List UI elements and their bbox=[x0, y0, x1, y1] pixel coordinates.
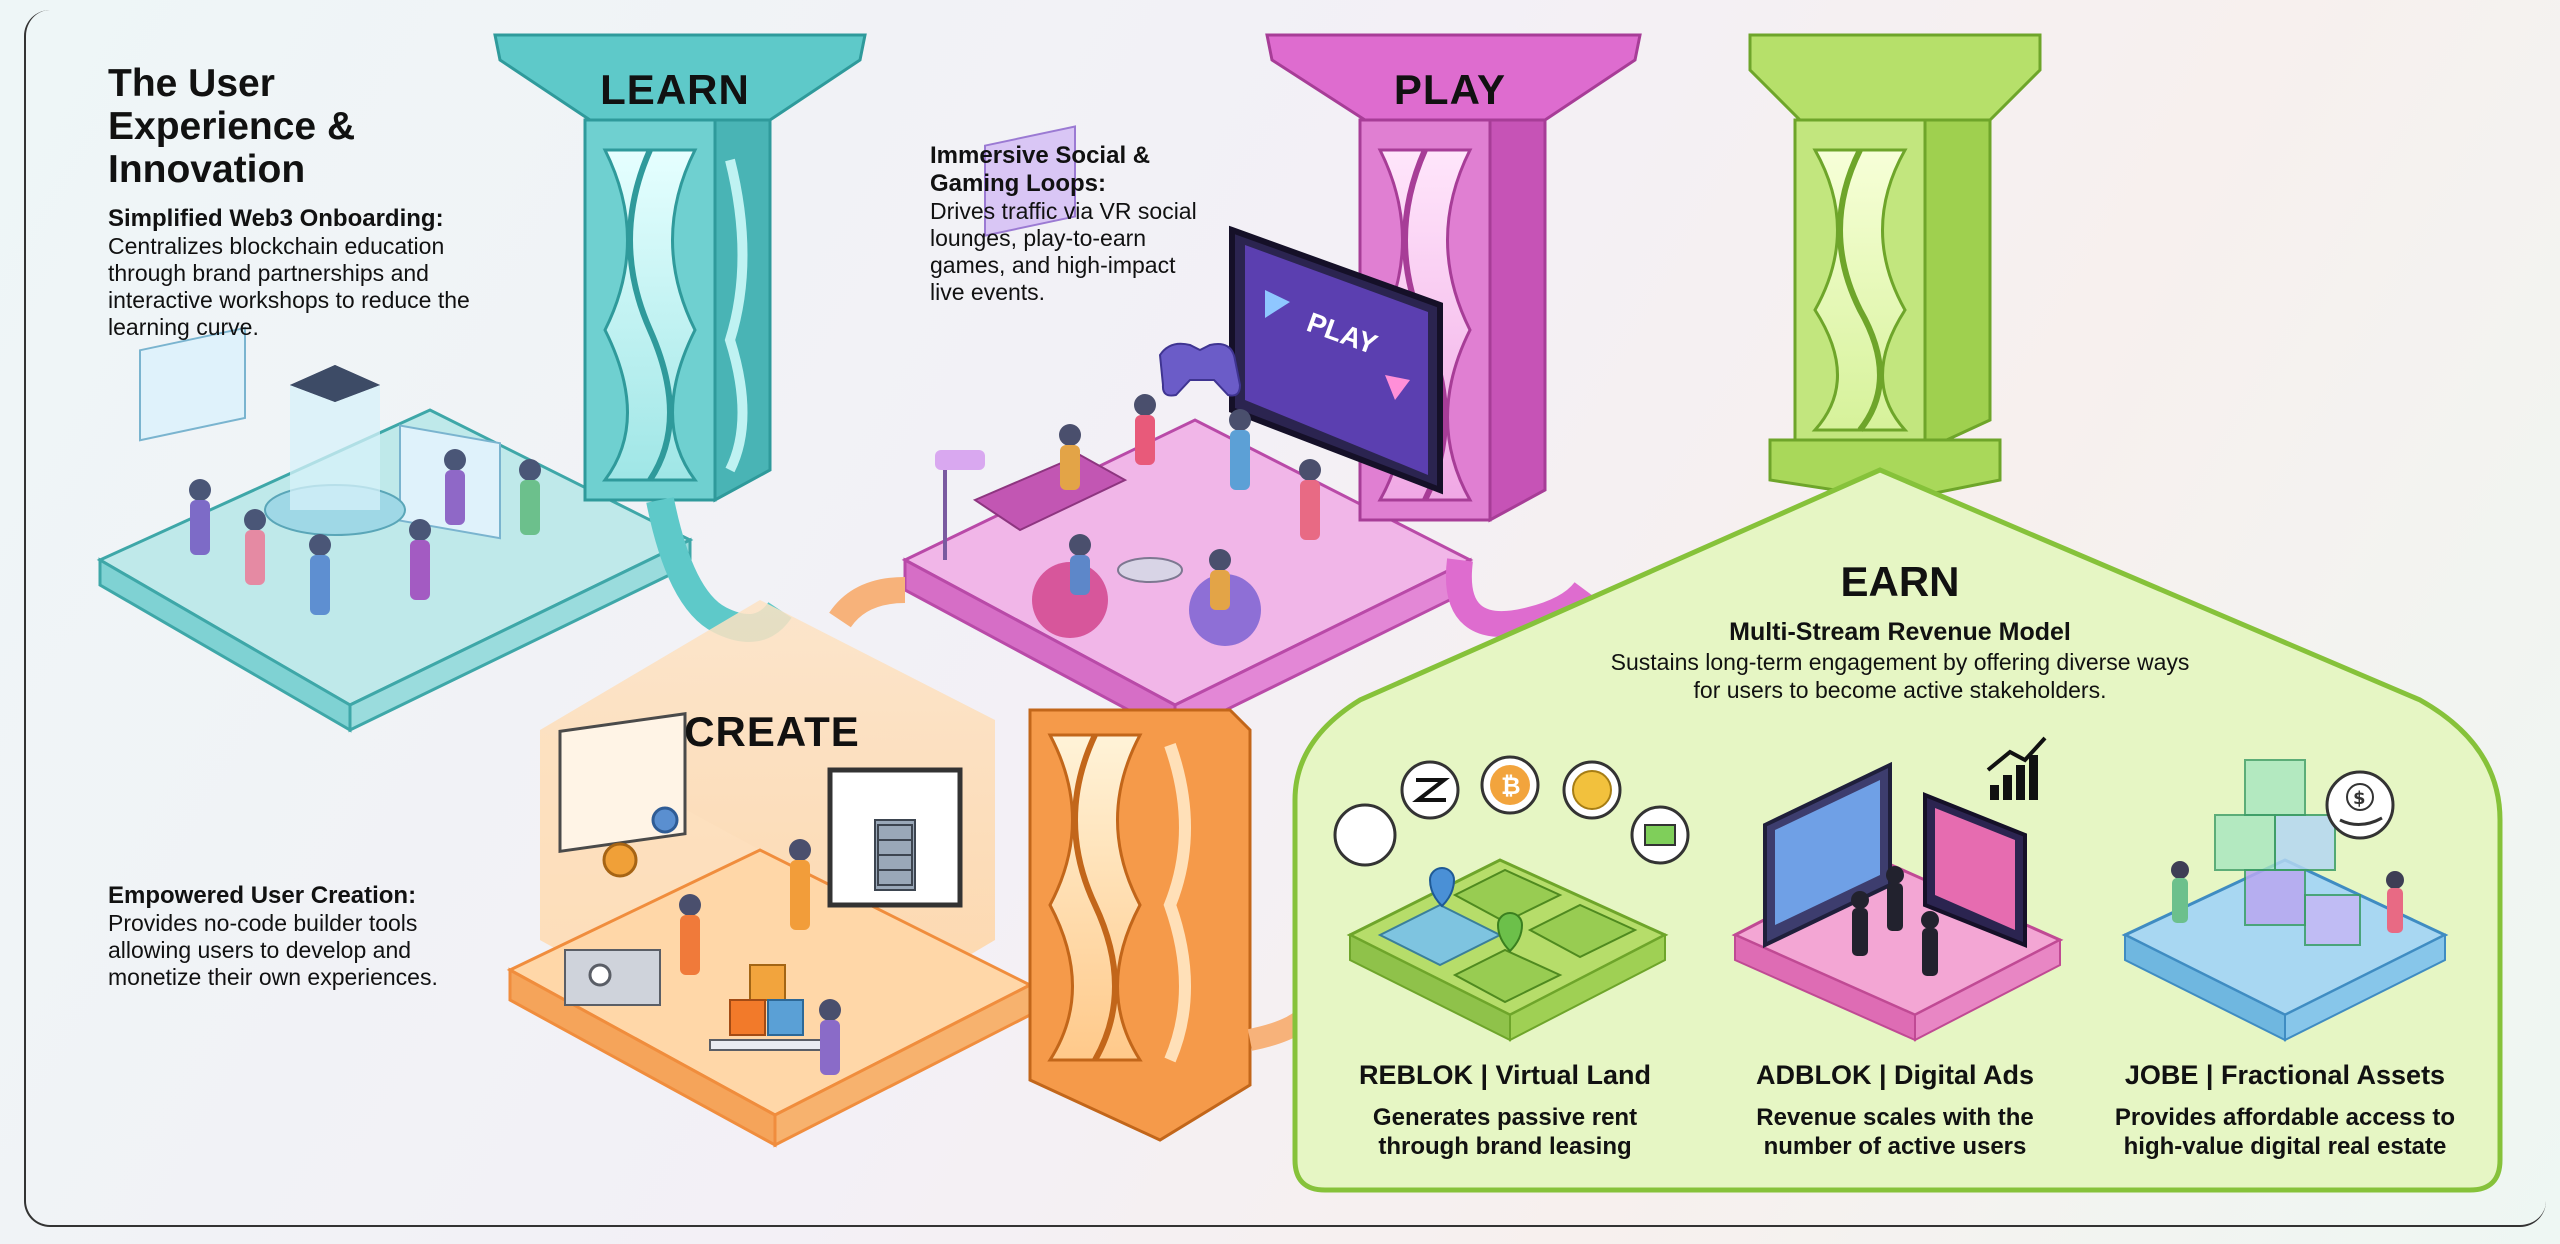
play-lounge-scene bbox=[935, 125, 1321, 646]
learn-text-block: Simplified Web3 Onboarding: Centralizes … bbox=[108, 205, 498, 341]
stream-reblok: REBLOK | Virtual Land Generates passive … bbox=[1330, 1060, 1680, 1161]
graduation-cap-icon bbox=[290, 365, 380, 402]
dollar-hand-icon: $ bbox=[2325, 770, 2395, 840]
brand-logo-icons bbox=[1333, 760, 1690, 867]
building-icon bbox=[877, 824, 913, 886]
learn-workshop-scene bbox=[139, 326, 541, 615]
cash-icon bbox=[1644, 824, 1676, 846]
svg-text:₿: ₿ bbox=[1501, 772, 1521, 800]
play-platform bbox=[901, 418, 1474, 738]
svg-text:$: $ bbox=[2353, 788, 2366, 809]
learn-label: LEARN bbox=[600, 66, 750, 113]
earn-panel bbox=[1292, 467, 2503, 1193]
diagram-frame bbox=[24, 10, 2546, 1227]
gamepad-icon bbox=[1158, 342, 1242, 397]
coin-icon bbox=[1562, 760, 1622, 820]
earn-pillar bbox=[1748, 33, 2042, 502]
create-room bbox=[506, 600, 1034, 1148]
create-text-block: Empowered User Creation: Provides no-cod… bbox=[108, 882, 498, 991]
learn-description: Centralizes blockchain education through… bbox=[108, 233, 470, 340]
trend-chart-icon bbox=[1986, 736, 2047, 800]
stream-adblok: ADBLOK | Digital Ads Revenue scales with… bbox=[1720, 1060, 2070, 1161]
play-text-block: Immersive Social & Gaming Loops: Drives … bbox=[930, 142, 1210, 306]
play-description: Drives traffic via VR social lounges, pl… bbox=[930, 198, 1197, 305]
jobe-fractional-cubes bbox=[2121, 759, 2449, 1042]
learn-heading: Simplified Web3 Onboarding: bbox=[108, 205, 444, 232]
map-pin-icon bbox=[1428, 867, 1524, 953]
earn-description: Sustains long-term engagement by offerin… bbox=[1610, 649, 2190, 703]
play-screen: PLAY bbox=[1229, 225, 1443, 495]
stream-jobe: JOBE | Fractional Assets Provides afford… bbox=[2100, 1060, 2470, 1161]
stream-adblok-description: Revenue scales with the number of active… bbox=[1756, 1104, 2034, 1160]
play-label: PLAY bbox=[1393, 66, 1507, 113]
play-create-connector bbox=[829, 577, 906, 628]
create-label: CREATE bbox=[684, 708, 860, 755]
stream-reblok-description: Generates passive rent through brand lea… bbox=[1372, 1104, 1638, 1160]
adblok-billboards bbox=[1731, 761, 2064, 1042]
earn-label: EARN bbox=[1840, 558, 1960, 605]
create-heading: Empowered User Creation: bbox=[108, 882, 417, 909]
play-heading: Immersive Social & Gaming Loops: bbox=[930, 142, 1151, 197]
bitcoin-icon: ₿ bbox=[1480, 755, 1540, 815]
main-title: The User Experience & Innovation bbox=[108, 62, 356, 191]
stream-adblok-title: ADBLOK | Digital Ads bbox=[1755, 1060, 2035, 1090]
earn-subtitle: Multi-Stream Revenue Model bbox=[1729, 618, 2071, 646]
create-pillar bbox=[1028, 708, 1320, 1142]
learn-platform bbox=[96, 408, 694, 733]
create-description: Provides no-code builder tools allowing … bbox=[108, 910, 438, 990]
stream-reblok-title: REBLOK | Virtual Land bbox=[1358, 1060, 1652, 1090]
stream-jobe-title: JOBE | Fractional Assets bbox=[2124, 1060, 2446, 1090]
gear-icon bbox=[588, 806, 679, 987]
stream-jobe-description: Provides affordable access to high-value… bbox=[2114, 1104, 2456, 1160]
